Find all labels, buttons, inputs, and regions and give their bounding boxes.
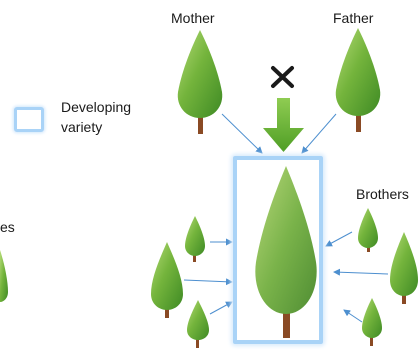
mother-arrow	[221, 113, 263, 154]
left-tree-icon	[187, 300, 209, 348]
legend-label-line2: variety	[61, 119, 103, 135]
father-arrow	[301, 113, 337, 154]
left-tree-icon	[151, 242, 183, 318]
left-tree-icon	[185, 216, 205, 262]
down-arrow-icon	[263, 98, 304, 152]
developing-variety-tree-icon	[255, 166, 317, 338]
legend-label-line1: Developing	[61, 99, 132, 115]
brother-tree-icon	[358, 208, 378, 252]
mother-label: Mother	[171, 10, 215, 26]
brothers-label: Brothers	[356, 186, 409, 202]
brother-tree-icon	[362, 298, 382, 346]
sibling-arrow	[343, 309, 363, 323]
sibling-arrow	[183, 278, 233, 286]
partial-tree-icon	[0, 250, 8, 302]
brother-tree-icon	[390, 232, 418, 304]
sibling-arrow	[325, 231, 353, 247]
developing-variety-highlight	[233, 156, 323, 344]
legend-swatch	[14, 107, 44, 132]
cross-icon	[271, 66, 294, 88]
sibling-arrow	[333, 268, 389, 276]
father-tree-icon	[335, 28, 381, 132]
partial-label: es	[0, 219, 15, 235]
sibling-arrow	[209, 301, 233, 315]
father-label: Father	[333, 10, 374, 26]
mother-tree-icon	[177, 30, 223, 134]
